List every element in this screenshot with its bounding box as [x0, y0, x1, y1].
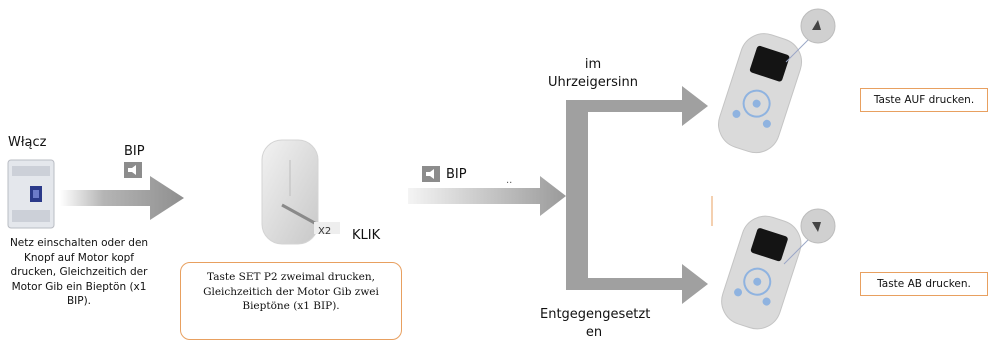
counterclockwise-label: Entgegengesetzt en Uhrzeigersinn: [540, 307, 651, 340]
bip-label-left: BIP: [124, 144, 145, 159]
motor-head-device: [261, 139, 340, 245]
zoom-circle-lower: [783, 208, 836, 265]
arrow-branch-up: [588, 86, 708, 126]
set-instruction-box: Taste SET P2 zweimal drucken, Gleichzeit…: [180, 262, 402, 340]
auf-instruction-box: Taste AUF drucken.: [860, 88, 988, 112]
arrow-branch-down: [588, 264, 708, 304]
branch-trunk: [566, 100, 588, 290]
remote-lower: [721, 215, 802, 330]
ab-instructions: Taste AB drucken.: [877, 278, 971, 290]
power-switch-device: [7, 159, 55, 229]
remote-upper: [718, 33, 802, 154]
arrow-power-to-set: [60, 176, 184, 220]
power-on-label: Włącz: [8, 135, 47, 150]
auf-instructions: Taste AUF drucken.: [873, 94, 975, 106]
ab-instruction-box: Taste AB drucken.: [860, 272, 988, 296]
arrow-set-to-branch: [408, 176, 566, 216]
set-instructions: Taste SET P2 zweimal drucken, Gleichzeit…: [203, 271, 379, 312]
clockwise-label: im Uhrzeigersinn: [548, 57, 638, 90]
klik-label: KLIK: [352, 228, 381, 243]
bip-label-middle: BIP: [446, 167, 467, 182]
zoom-circle-upper: [785, 8, 836, 63]
speaker-badge-left: [124, 162, 142, 178]
speaker-badge-middle: [422, 166, 440, 182]
x2-mark: X2: [318, 226, 332, 237]
power-instructions: Netz einschalten oder den Knopf auf Moto…: [9, 237, 149, 307]
dots-mark: ··: [506, 178, 513, 189]
